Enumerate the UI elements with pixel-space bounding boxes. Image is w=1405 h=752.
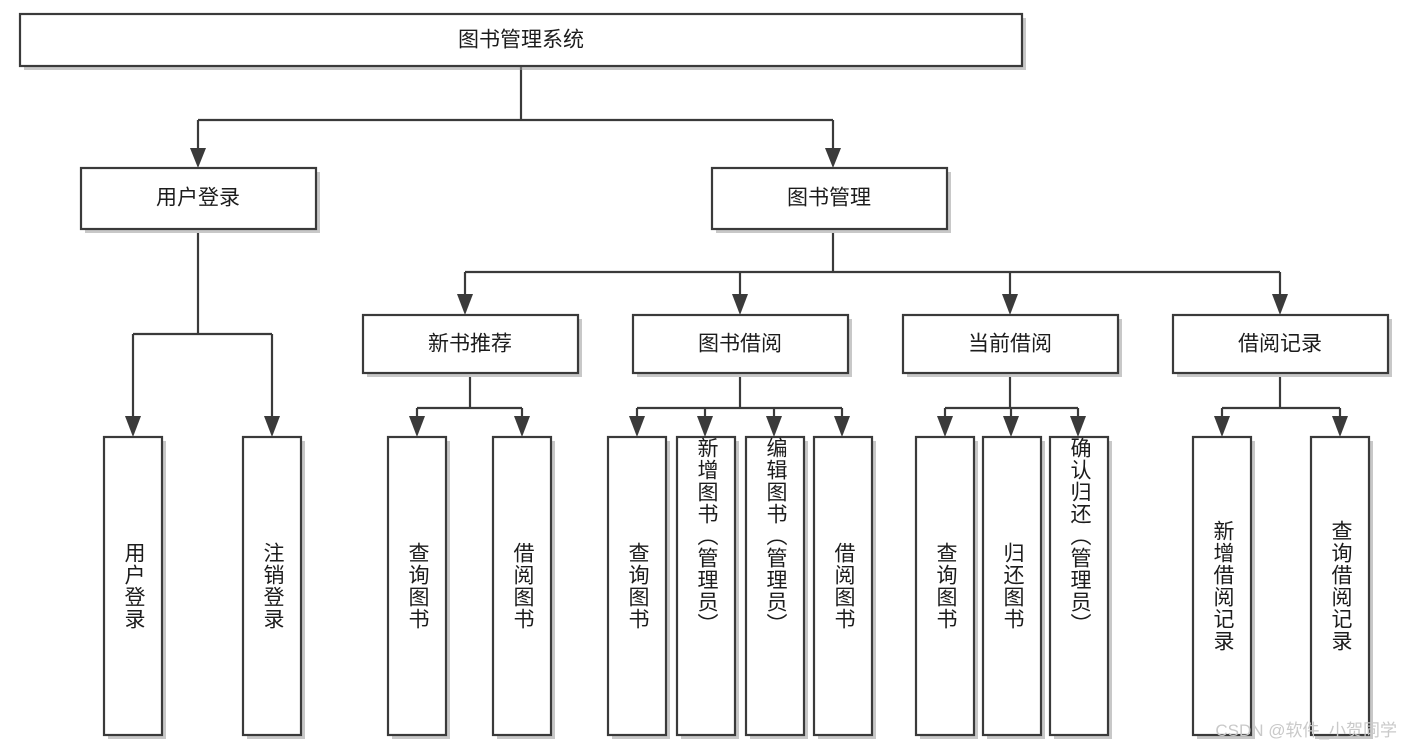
- leaf-borrow-book-1-box[interactable]: [491, 435, 553, 737]
- node-book-manage[interactable]: 图书管理: [710, 166, 951, 233]
- arrow-leaf-query-book-2: [629, 416, 645, 437]
- node-current-borrow[interactable]: 当前借阅: [901, 313, 1122, 377]
- edge-layer: [125, 66, 1348, 437]
- leaf-query-book-2-box[interactable]: [606, 435, 668, 737]
- leaf-query-book-3-textbox: 查询图书: [934, 542, 958, 630]
- arrow-to-borrow-record: [1272, 294, 1288, 315]
- user-login-box[interactable]: [79, 166, 318, 231]
- arrow-to-current-borrow: [1002, 294, 1018, 315]
- leaf-query-book-2-label: 查询图书: [626, 542, 650, 630]
- user-login-label: 用户登录: [156, 187, 240, 210]
- node-book-borrow[interactable]: 图书借阅: [631, 313, 852, 377]
- book-borrow-label: 图书借阅: [698, 333, 782, 356]
- leaf-add-record[interactable]: 新增借阅记录: [1191, 435, 1255, 739]
- leaf-add-book-box[interactable]: [675, 435, 737, 737]
- leaf-query-record-box[interactable]: [1309, 435, 1371, 737]
- arrow-to-book-borrow: [732, 294, 748, 315]
- leaf-return-book-label: 归还图书: [1001, 542, 1025, 630]
- leaf-confirm-return-textbox: 确认归还（管理员）: [1068, 437, 1092, 635]
- arrow-leaf-edit-book: [766, 416, 782, 437]
- arrow-to-user-login: [190, 148, 206, 168]
- arrow-leaf-user-logout: [264, 416, 280, 437]
- arrow-leaf-borrow-book-2: [834, 416, 850, 437]
- arrow-to-new-book-recommend: [457, 294, 473, 315]
- node-new-book-recommend[interactable]: 新书推荐: [361, 313, 582, 377]
- leaf-query-book-1-box[interactable]: [386, 435, 448, 737]
- leaf-user-logout-textbox: 注销登录: [261, 542, 285, 630]
- leaf-query-record-label: 查询借阅记录: [1329, 520, 1353, 652]
- borrow-record-label: 借阅记录: [1238, 333, 1322, 356]
- leaf-borrow-book-2-box[interactable]: [812, 435, 874, 737]
- leaf-add-book-textbox: 新增图书（管理员）: [695, 437, 719, 635]
- leaf-user-login-box[interactable]: [102, 435, 164, 737]
- leaf-add-book[interactable]: 新增图书（管理员）: [675, 435, 739, 739]
- leaf-borrow-book-2-textbox: 借阅图书: [832, 542, 856, 630]
- leaf-return-book-box[interactable]: [981, 435, 1043, 737]
- leaf-query-book-1-textbox: 查询图书: [406, 542, 430, 630]
- leaf-query-book-3-box[interactable]: [914, 435, 976, 737]
- leaf-query-book-3[interactable]: 查询图书: [914, 435, 978, 739]
- leaf-confirm-return-label: 确认归还（管理员）: [1068, 437, 1092, 635]
- arrow-to-book-manage: [825, 148, 841, 168]
- node-user-login[interactable]: 用户登录: [79, 166, 320, 233]
- root-label: 图书管理系统: [458, 29, 584, 52]
- leaf-add-record-textbox: 新增借阅记录: [1211, 520, 1235, 652]
- current-borrow-label: 当前借阅: [968, 333, 1052, 356]
- book-manage-label: 图书管理: [787, 187, 871, 210]
- leaf-confirm-return-box[interactable]: [1048, 435, 1110, 737]
- leaf-user-login-textbox: 用户登录: [122, 542, 146, 630]
- leaf-user-login-label: 用户登录: [122, 542, 146, 630]
- leaf-edit-book-textbox: 编辑图书（管理员）: [764, 437, 788, 635]
- arrow-leaf-add-book: [697, 416, 713, 437]
- leaf-borrow-book-1[interactable]: 借阅图书: [491, 435, 555, 739]
- leaf-user-logout-label: 注销登录: [261, 542, 285, 630]
- leaf-add-record-label: 新增借阅记录: [1211, 520, 1235, 652]
- borrow-record-box[interactable]: [1171, 313, 1390, 375]
- leaf-query-record[interactable]: 查询借阅记录: [1309, 435, 1373, 739]
- leaf-borrow-book-2[interactable]: 借阅图书: [812, 435, 876, 739]
- leaf-edit-book-label: 编辑图书（管理员）: [764, 437, 788, 635]
- leaf-query-book-3-label: 查询图书: [934, 542, 958, 630]
- arrow-leaf-query-book-3: [937, 416, 953, 437]
- current-borrow-box[interactable]: [901, 313, 1120, 375]
- arrow-leaf-add-record: [1214, 416, 1230, 437]
- node-borrow-record[interactable]: 借阅记录: [1171, 313, 1392, 377]
- leaf-query-book-2-textbox: 查询图书: [626, 542, 650, 630]
- leaf-add-record-box[interactable]: [1191, 435, 1253, 737]
- leaf-borrow-book-2-label: 借阅图书: [832, 542, 856, 630]
- book-borrow-box[interactable]: [631, 313, 850, 375]
- new-book-recommend-box[interactable]: [361, 313, 580, 375]
- leaf-user-logout-box[interactable]: [241, 435, 303, 737]
- arrow-leaf-confirm-return: [1070, 416, 1086, 437]
- leaf-query-book-1-label: 查询图书: [406, 542, 430, 630]
- leaf-confirm-return[interactable]: 确认归还（管理员）: [1048, 435, 1112, 739]
- leaf-borrow-book-1-textbox: 借阅图书: [511, 542, 535, 630]
- node-root[interactable]: 图书管理系统: [18, 12, 1026, 70]
- leaf-return-book[interactable]: 归还图书: [981, 435, 1045, 739]
- leaf-query-book-2[interactable]: 查询图书: [606, 435, 670, 739]
- leaf-borrow-book-1-label: 借阅图书: [511, 542, 535, 630]
- arrow-leaf-user-login: [125, 416, 141, 437]
- arrow-leaf-query-record: [1332, 416, 1348, 437]
- leaf-query-record-textbox: 查询借阅记录: [1329, 520, 1353, 652]
- arrow-leaf-query-book-1: [409, 416, 425, 437]
- leaf-user-login[interactable]: 用户登录: [102, 435, 166, 739]
- leaf-query-book-1[interactable]: 查询图书: [386, 435, 450, 739]
- leaf-add-book-label: 新增图书（管理员）: [695, 437, 719, 635]
- arrow-leaf-return-book: [1003, 416, 1019, 437]
- root-box[interactable]: [18, 12, 1024, 68]
- leaf-return-book-textbox: 归还图书: [1001, 542, 1025, 630]
- leaf-edit-book-box[interactable]: [744, 435, 806, 737]
- book-manage-box[interactable]: [710, 166, 949, 231]
- arrow-leaf-borrow-book-1: [514, 416, 530, 437]
- new-book-recommend-label: 新书推荐: [428, 333, 512, 356]
- leaf-user-logout[interactable]: 注销登录: [241, 435, 305, 739]
- leaf-edit-book[interactable]: 编辑图书（管理员）: [744, 435, 808, 739]
